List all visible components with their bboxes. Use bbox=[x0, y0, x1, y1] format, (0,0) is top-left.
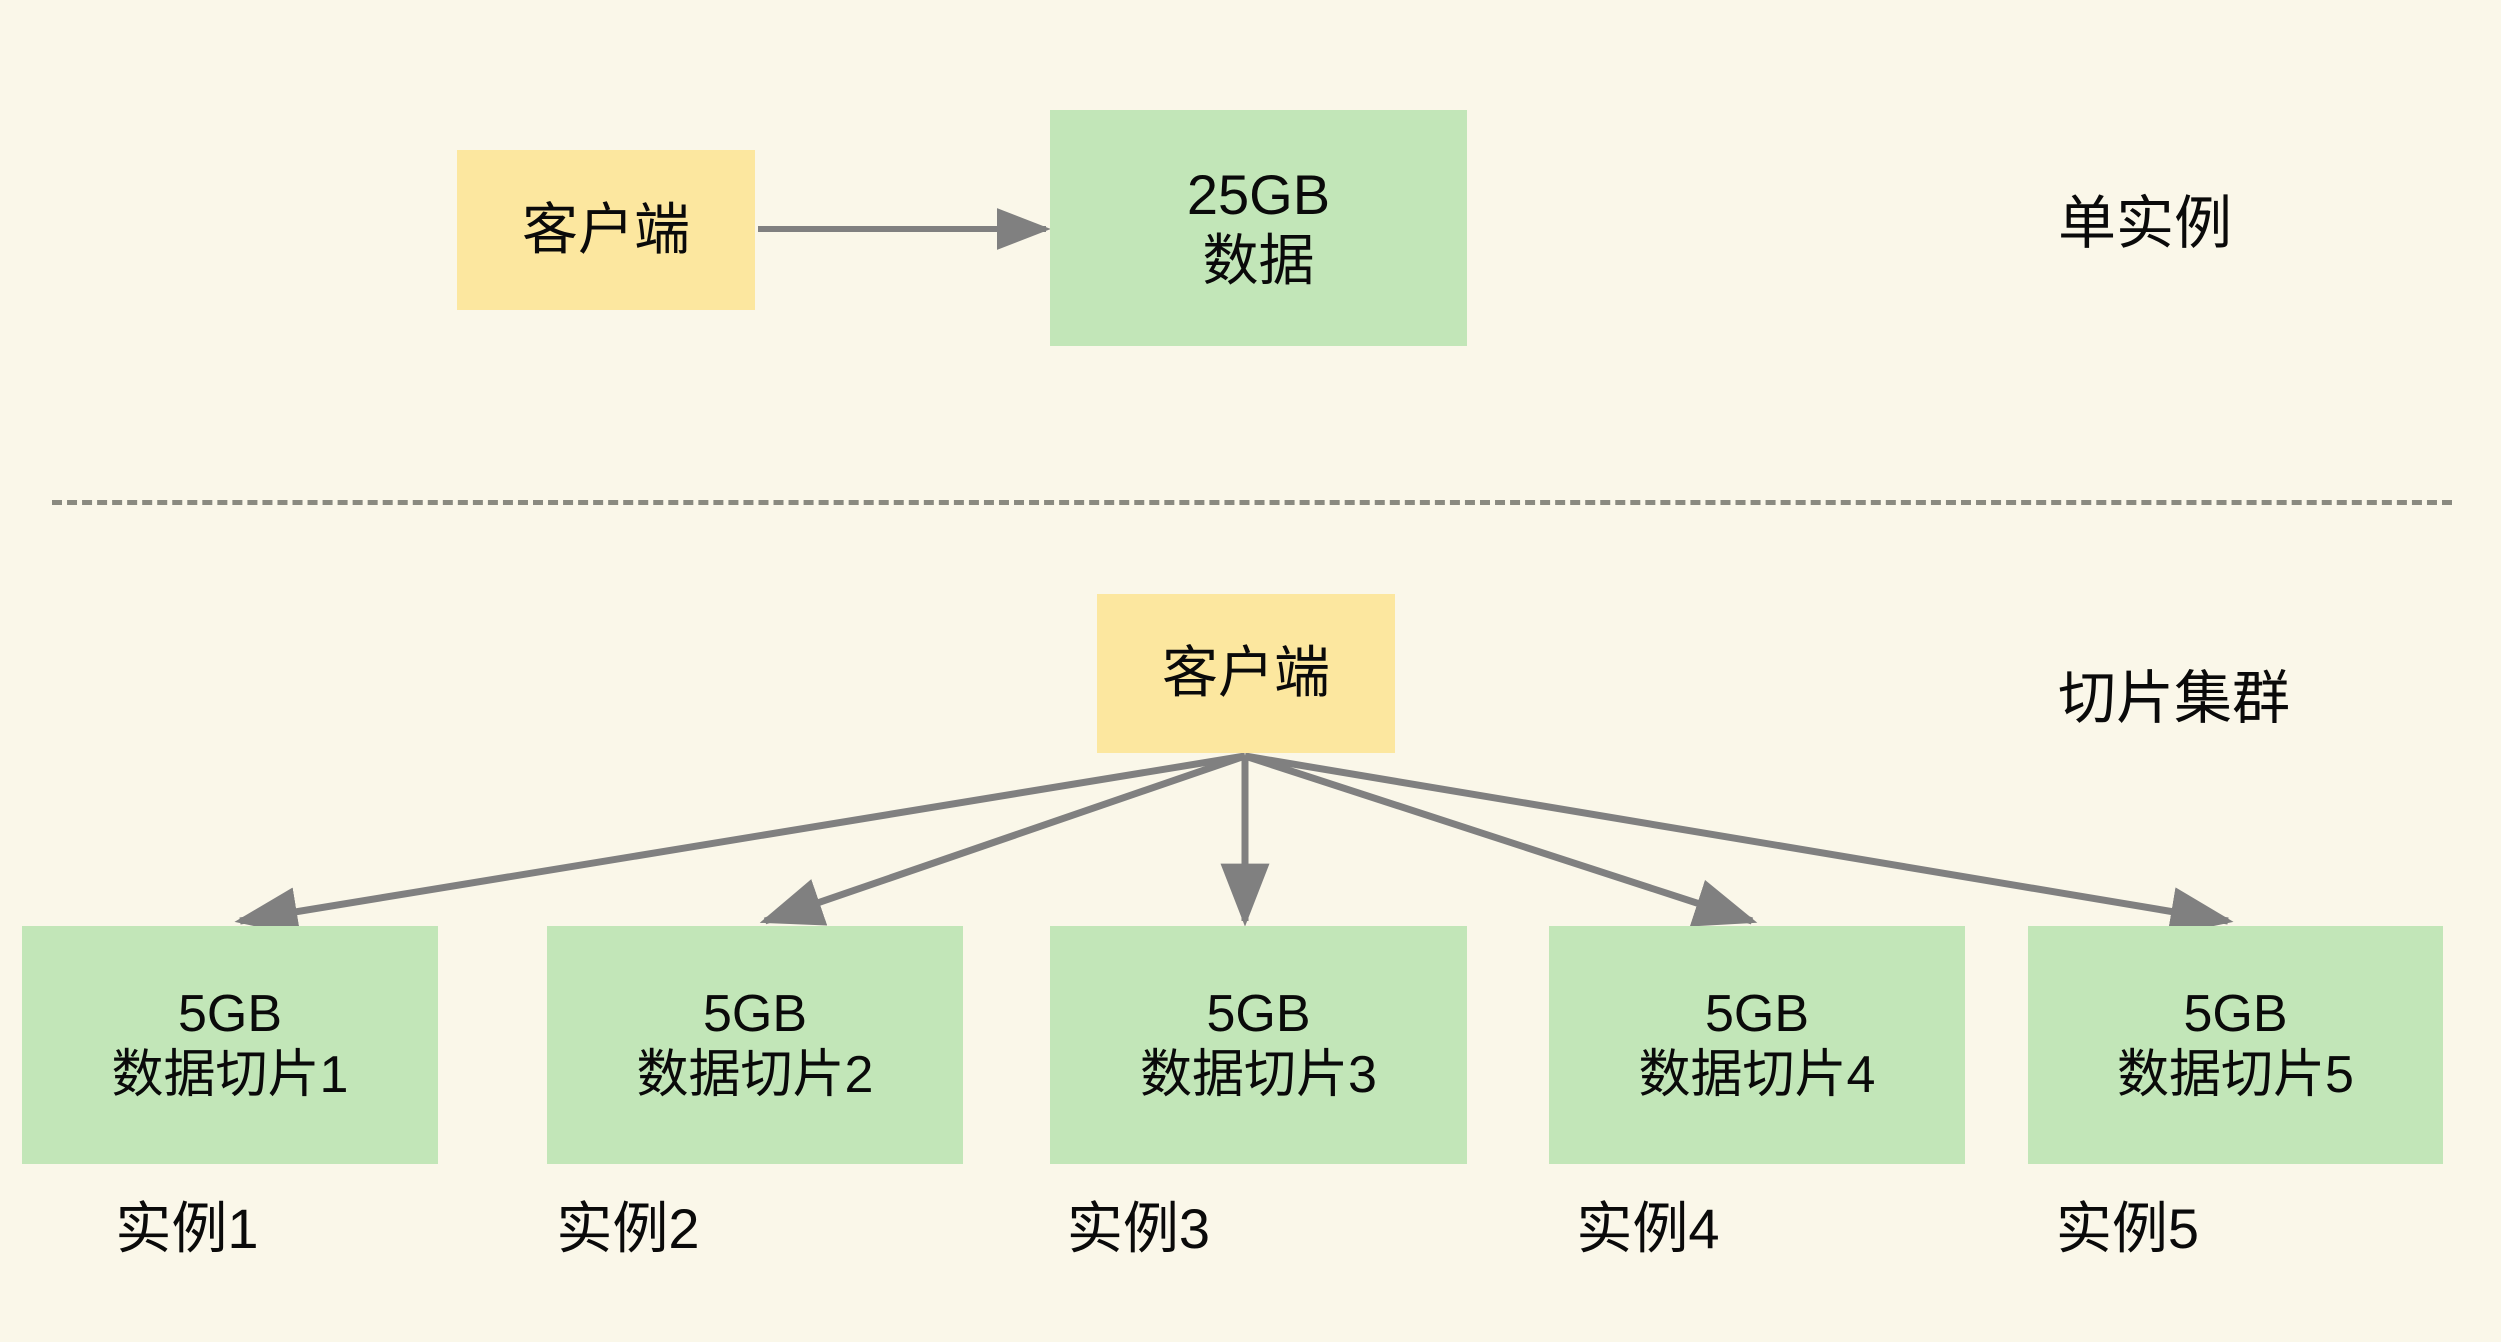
instance-label-3: 实例3 bbox=[1066, 1197, 1211, 1260]
single-instance-caption: 单实例 bbox=[2058, 191, 2233, 256]
instance-label-1: 实例1 bbox=[115, 1197, 259, 1260]
shard-name-4: 数据切片4 bbox=[1638, 1046, 1876, 1104]
shard-size-1: 5GB bbox=[177, 984, 283, 1043]
shard-size-2: 5GB bbox=[702, 984, 808, 1043]
cluster-client-node[interactable]: 客户端 bbox=[1097, 594, 1395, 753]
shard-size-3: 5GB bbox=[1206, 984, 1311, 1043]
shard-name-2: 数据切片2 bbox=[636, 1046, 874, 1104]
shard-name-5: 数据切片5 bbox=[2117, 1046, 2354, 1104]
shard-size-5: 5GB bbox=[2183, 984, 2288, 1043]
single-instance-client-node[interactable]: 客户端 bbox=[457, 150, 755, 310]
shard-name-1: 数据切片1 bbox=[111, 1046, 349, 1104]
shard-node-4[interactable]: 5GB 数据切片4 bbox=[1549, 926, 1965, 1164]
sharded-cluster-caption: 切片集群 bbox=[2058, 666, 2291, 731]
cluster-client-label: 客户端 bbox=[1162, 641, 1330, 705]
edge-client-to-shard-5 bbox=[1244, 752, 2234, 936]
edge-client-to-shard-2 bbox=[759, 752, 1247, 926]
instance-label-4: 实例4 bbox=[1576, 1197, 1720, 1260]
section-divider bbox=[52, 500, 2452, 505]
instance-label-5: 实例5 bbox=[2055, 1197, 2200, 1260]
shard-node-2[interactable]: 5GB 数据切片2 bbox=[547, 926, 963, 1164]
edge-client-to-shard-4 bbox=[1243, 752, 1758, 927]
shard-node-3[interactable]: 5GB 数据切片3 bbox=[1050, 926, 1467, 1164]
shard-size-4: 5GB bbox=[1704, 984, 1810, 1043]
single-instance-data-name: 数据 bbox=[1202, 229, 1315, 292]
single-instance-client-label: 客户端 bbox=[522, 197, 690, 261]
shard-name-3: 数据切片3 bbox=[1140, 1046, 1377, 1104]
single-instance-data-node[interactable]: 25GB 数据 bbox=[1050, 110, 1467, 346]
shard-node-5[interactable]: 5GB 数据切片5 bbox=[2028, 926, 2443, 1164]
single-instance-data-size: 25GB bbox=[1186, 162, 1331, 226]
shard-node-1[interactable]: 5GB 数据切片1 bbox=[22, 926, 438, 1164]
edge-client-to-shard-1 bbox=[234, 752, 1246, 936]
instance-label-2: 实例2 bbox=[556, 1197, 700, 1260]
